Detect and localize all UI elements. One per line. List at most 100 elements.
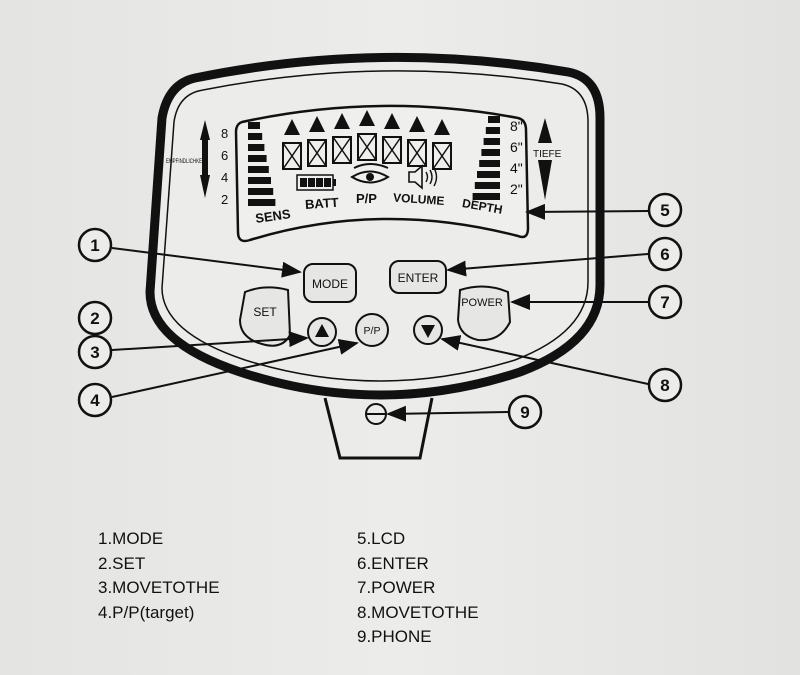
target-segment (382, 136, 402, 164)
target-arrow-icon (409, 116, 425, 132)
power-button-label: POWER (461, 297, 503, 309)
sens-bar (248, 155, 267, 162)
callout-number: 3 (90, 343, 99, 362)
sens-scale-4: 4 (221, 170, 228, 185)
control-box-inner-outline (161, 70, 589, 382)
eye-icon (350, 163, 390, 184)
sens-bar (248, 177, 271, 184)
sens-bar (248, 122, 260, 129)
legend-item: 4.P/P(target) (98, 602, 195, 622)
sens-label: SENS (254, 206, 291, 226)
depth-bar (488, 116, 500, 123)
legend-item: 9.PHONE (357, 627, 432, 646)
target-segment (432, 142, 452, 170)
legend-item: 6.ENTER (357, 553, 429, 573)
enter-button-label: ENTER (398, 271, 439, 285)
depth-bar (481, 149, 500, 156)
depth-scale-8: 8" (510, 118, 523, 134)
callout-circle (647, 192, 683, 228)
depth-bar (472, 193, 500, 200)
depth-scale-4: 4" (510, 160, 523, 176)
battery-icon (296, 174, 336, 191)
callout-number: 4 (90, 391, 100, 410)
target-arrow-icon (284, 119, 300, 135)
segment-cross (357, 133, 377, 161)
callout-circle (507, 394, 543, 430)
depth-arrows-icon (538, 118, 552, 200)
down-button[interactable] (413, 315, 443, 345)
segment-cross (332, 136, 352, 164)
segment-cross (432, 142, 452, 170)
legend-item: 5.LCD (357, 529, 406, 548)
callout-circle (77, 382, 113, 418)
enter-button[interactable]: ENTER (389, 260, 447, 294)
legend-item: 7.POWER (357, 578, 436, 597)
callout-number: 5 (660, 201, 669, 220)
target-arrow-icon (359, 110, 375, 126)
phone-jack[interactable] (365, 403, 387, 425)
callout-number: 6 (660, 245, 669, 264)
target-arrow-icon (384, 113, 400, 129)
callout-circle (647, 284, 683, 320)
target-arrow-icon (309, 116, 325, 132)
segment-cross (282, 142, 302, 170)
power-button[interactable]: POWER (456, 285, 512, 342)
callout-circle (77, 334, 113, 370)
target-arrow-icon (434, 119, 450, 135)
callout-number: 8 (660, 376, 669, 395)
depth-bars (472, 116, 500, 200)
callout-number: 9 (520, 403, 529, 422)
sens-scale-8: 8 (221, 126, 228, 141)
depth-bar (474, 182, 500, 189)
callout-number: 2 (90, 309, 99, 328)
up-button[interactable] (307, 317, 337, 347)
callout-circle (77, 227, 113, 263)
target-segment (307, 139, 327, 167)
speaker-icon (408, 164, 438, 190)
target-segment (282, 142, 302, 170)
callout-circle (77, 300, 113, 336)
sens-bar (248, 188, 274, 195)
mode-button-label: MODE (312, 277, 348, 291)
set-button-label: SET (253, 305, 277, 319)
pp-button[interactable]: P/P (355, 313, 389, 347)
sens-scale-6: 6 (221, 148, 228, 163)
sens-arrow-stem (202, 140, 208, 175)
legend-left: 1.MODE 2.SET 3.MOVETOTHE 4.P/P(target) (98, 527, 220, 625)
mode-button[interactable]: MODE (303, 263, 357, 303)
lcd-display: SENS BATT P/P VOLUME DEPTH (234, 104, 530, 243)
segment-cross (307, 139, 327, 167)
sens-bar (248, 199, 276, 206)
pp-button-label: P/P (364, 325, 381, 337)
sens-bar (248, 133, 263, 140)
depth-bar (483, 138, 500, 145)
depth-scale-6: 6" (510, 139, 523, 155)
sensitivity-bars (248, 122, 276, 206)
legend-item: 3.MOVETOTHE (98, 578, 220, 597)
depth-bar (477, 171, 500, 178)
segment-cross (407, 139, 427, 167)
depth-scale-2: 2" (510, 181, 523, 197)
sens-bar (248, 166, 269, 173)
handle-shaft (323, 397, 434, 460)
depth-bar (485, 127, 500, 134)
target-segment (407, 139, 427, 167)
pp-label: P/P (356, 191, 377, 206)
batt-label: BATT (304, 195, 339, 212)
volume-label: VOLUME (393, 190, 445, 208)
sens-arrows-icon (200, 120, 210, 198)
target-segment (332, 136, 352, 164)
legend-right: 5.LCD 6.ENTER 7.POWER 8.MOVETOTHE 9.PHON… (357, 527, 479, 650)
target-segments (282, 110, 452, 170)
set-button[interactable]: SET (238, 286, 292, 347)
legend-item: 8.MOVETOTHE (357, 602, 479, 622)
callout-lines (111, 203, 649, 422)
up-triangle-icon (315, 324, 329, 337)
sens-side-label: EMPFINDLICHKEIT (166, 158, 206, 165)
target-arrow-icon (334, 113, 350, 129)
depth-label: DEPTH (461, 196, 503, 217)
sens-bar (248, 144, 265, 151)
